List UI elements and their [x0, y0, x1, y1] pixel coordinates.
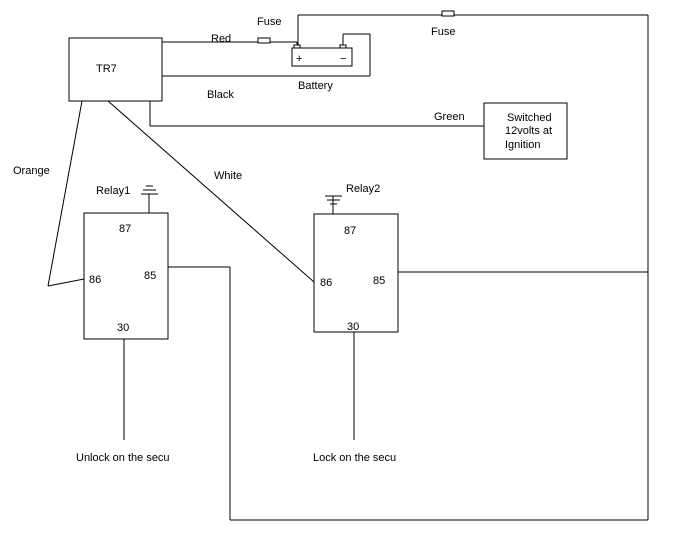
relay2-pin86: 86 — [320, 277, 332, 289]
relay1-pin85: 85 — [144, 270, 156, 282]
battery-label: Battery — [298, 80, 333, 92]
tr7-box — [68, 37, 163, 102]
relay2-pin30: 30 — [347, 321, 359, 333]
ignition-line2: 12volts at — [505, 125, 552, 137]
unlock-label: Unlock on the secu — [76, 452, 170, 464]
battery-plus-sign: + — [296, 53, 302, 65]
ignition-line1: Switched — [507, 112, 552, 124]
ignition-box — [483, 102, 568, 160]
white-wire — [107, 100, 315, 283]
battery-minus-sign: − — [340, 53, 346, 65]
relay1-pin30: 30 — [117, 322, 129, 334]
battery-terminal-plus — [293, 44, 301, 49]
relay2-label: Relay2 — [346, 183, 380, 195]
relay2-pin85: 85 — [373, 275, 385, 287]
relay1-pin86: 86 — [89, 274, 101, 286]
orange-wire-label: Orange — [13, 165, 50, 177]
relay1-label: Relay1 — [96, 185, 130, 197]
relay1-pin87: 87 — [119, 223, 131, 235]
fuse-left-label: Fuse — [257, 16, 281, 28]
relay2-pin87: 87 — [344, 225, 356, 237]
orange-wire-to-86 — [47, 278, 85, 287]
battery-terminal-minus — [339, 44, 347, 49]
red-wire-label: Red — [211, 33, 231, 45]
relay2-box — [313, 213, 399, 333]
green-wire-label: Green — [434, 111, 465, 123]
ignition-line3: Ignition — [505, 139, 540, 151]
relay1-box — [83, 212, 169, 340]
fuse-right-symbol — [441, 10, 455, 17]
tr7-label: TR7 — [96, 63, 117, 75]
fuse-left-symbol — [257, 37, 271, 44]
white-wire-label: White — [214, 170, 242, 182]
black-wire-label: Black — [207, 89, 234, 101]
battery-body — [291, 47, 353, 67]
orange-wire — [47, 100, 83, 287]
lock-label: Lock on the secu — [313, 452, 396, 464]
fuse-right-label: Fuse — [431, 26, 455, 38]
